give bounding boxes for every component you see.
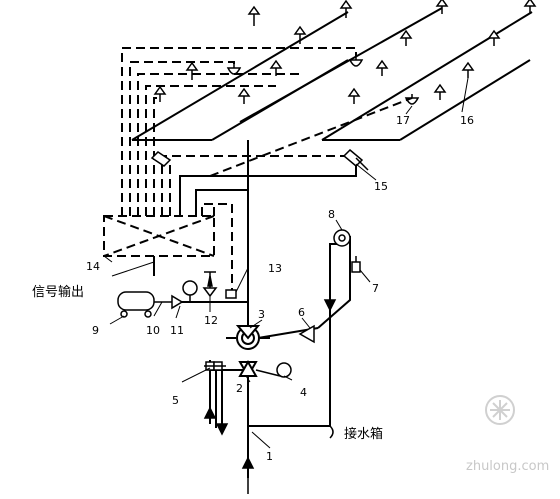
sprinkler-head-icon	[399, 29, 413, 46]
arrow-down-icon	[323, 299, 337, 312]
alarm-valve	[226, 325, 270, 350]
label-1: 1	[266, 450, 273, 463]
sprinkler-head-icon	[375, 59, 389, 76]
drain-symbol	[329, 425, 334, 439]
signal-lines	[121, 47, 413, 296]
label-13: 13	[268, 262, 282, 275]
detector-icon	[348, 56, 364, 67]
sprinkler-head-icon	[347, 87, 361, 104]
arrow-up-icon	[241, 456, 255, 469]
gauge-icon	[182, 280, 198, 296]
water-motor-alarm-icon	[333, 229, 351, 247]
valve-icon	[225, 289, 237, 299]
label-9: 9	[92, 324, 99, 337]
sprinkler-head-icon	[185, 61, 199, 80]
sprinkler-head-icon	[461, 61, 475, 78]
pressure-gauge-icon	[255, 362, 292, 378]
valve-icon	[342, 148, 369, 171]
check-valve-icon	[171, 294, 184, 310]
signal-output-label: 信号输出	[32, 284, 84, 300]
sprinkler-pipe-network	[131, 7, 533, 170]
leader-lines	[103, 77, 469, 449]
label-10: 10	[146, 324, 160, 337]
label-14: 14	[86, 260, 100, 273]
sprinkler-head-icon	[247, 5, 261, 26]
air-compressor-icon	[117, 291, 172, 318]
feed-pipes	[153, 160, 357, 478]
sprinkler-head-icon	[293, 25, 307, 44]
sprinkler-head-icon	[435, 0, 449, 14]
label-3: 3	[258, 308, 265, 321]
control-box	[103, 215, 215, 257]
sprinkler-head-icon	[433, 83, 447, 100]
label-2: 2	[236, 382, 243, 395]
arrow-up-icon	[203, 406, 217, 419]
sprinkler-head-icon	[153, 85, 167, 102]
label-4: 4	[300, 386, 307, 399]
valve-icon	[202, 287, 218, 298]
sprinkler-head-icon	[487, 29, 501, 46]
watermark-logo-icon	[485, 395, 515, 425]
labels: 1 2 3 4 5 6 7 8 9 10 11 12 13 14 15 16 1…	[32, 114, 474, 463]
sprinkler-head-icon	[237, 87, 251, 104]
detector-icon	[226, 64, 242, 75]
label-8: 8	[328, 208, 335, 221]
watermark: zhulong.com	[466, 395, 549, 474]
label-17: 17	[396, 114, 410, 127]
test-valve-icon	[298, 324, 315, 344]
check-valve	[238, 359, 258, 379]
label-5: 5	[172, 394, 179, 407]
label-15: 15	[374, 180, 388, 193]
label-7: 7	[372, 282, 379, 295]
label-6: 6	[298, 306, 305, 319]
sprinkler-head-icon	[523, 0, 537, 14]
sprinkler-heads	[153, 0, 537, 104]
drain-valves	[204, 361, 226, 371]
label-12: 12	[204, 314, 218, 327]
solenoid-valves	[150, 148, 369, 171]
drain-tank-label: 接水箱	[344, 426, 383, 442]
pressure-switch-icon	[351, 256, 361, 273]
arrow-down-icon	[215, 423, 229, 436]
small-valves	[202, 271, 237, 299]
detectors	[226, 56, 420, 105]
label-11: 11	[170, 324, 184, 337]
watermark-text: zhulong.com	[466, 459, 549, 474]
sprinkler-head-icon	[339, 0, 353, 18]
valve-icon	[150, 151, 172, 167]
label-16: 16	[460, 114, 474, 127]
air-line-valves	[171, 280, 198, 310]
flow-arrows	[203, 275, 337, 494]
